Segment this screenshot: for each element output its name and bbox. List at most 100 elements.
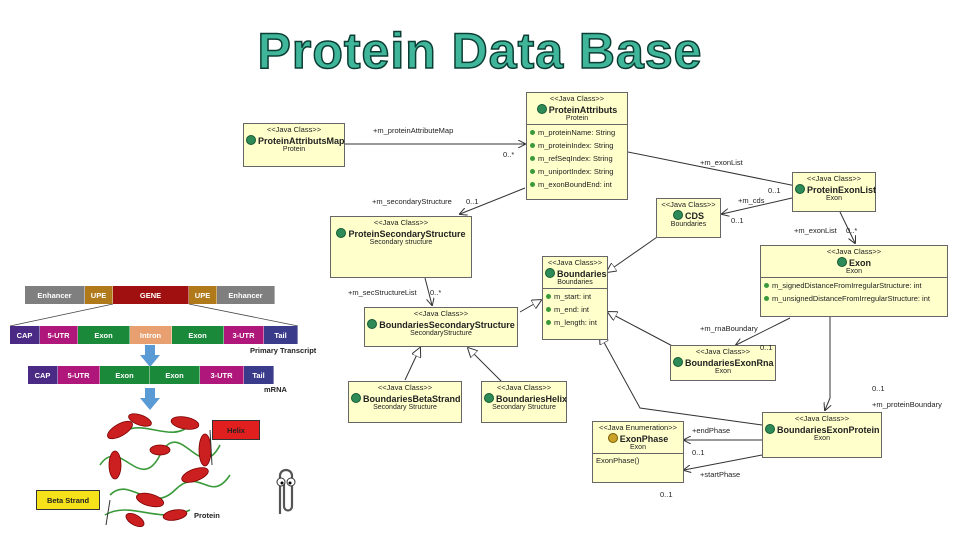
package-name: Boundaries (670, 220, 707, 228)
label-exon-list-2: +m_exonList (794, 226, 837, 235)
gen-helix-bss (468, 348, 503, 383)
class-icon (484, 392, 494, 403)
gen-exonprotein-boundaries (600, 335, 763, 426)
class-icon (351, 392, 361, 403)
gene-segment-enhancer: Enhancer (217, 286, 275, 304)
attribute: m_exonBoundEnd: int (530, 178, 624, 191)
class-name: BoundariesHelix (496, 393, 568, 404)
attribute: m_end: int (546, 303, 604, 316)
class-exon-phase[interactable]: <<Java Enumeration>> ExonPhase Exon Exon… (592, 421, 684, 483)
class-boundaries-helix[interactable]: <<Java Class>> BoundariesHelix Secondary… (481, 381, 567, 423)
attribute: m_start: int (546, 290, 604, 303)
gene-segment-3utr: 3-UTR (200, 366, 244, 384)
attribute: m_length: int (546, 316, 604, 329)
attribute: m_uniportIndex: String (530, 165, 624, 178)
class-name: Exon (848, 257, 871, 268)
mult-exon-list-2: 0..* (846, 226, 858, 235)
class-icon (673, 356, 683, 367)
assoc-exon-list-2 (839, 211, 855, 243)
attribute: m_unsignedDistanceFromIrregularStructure… (764, 292, 944, 305)
class-boundaries-exon-rna[interactable]: <<Java Class>> BoundariesExonRna Exon (670, 345, 776, 381)
package-name: Exon (846, 267, 862, 275)
class-boundaries-beta-strand[interactable]: <<Java Class>> BoundariesBetaStrand Seco… (348, 381, 462, 423)
class-protein-exon-list[interactable]: <<Java Class>> ProteinExonList Exon (792, 172, 876, 212)
gene-segment-5utr: 5-UTR (58, 366, 100, 384)
class-name: BoundariesExonRna (685, 357, 774, 368)
package-name: Exon (826, 194, 842, 202)
package-name: Exon (630, 443, 646, 451)
gene-segment-tail: Tail (244, 366, 274, 384)
stereotype: <<Java Class>> (695, 347, 751, 356)
class-protein-secondary-structure[interactable]: <<Java Class>> ProteinSecondaryStructure… (330, 216, 472, 278)
package-name: Exon (715, 367, 731, 375)
class-name: ProteinExonList (807, 184, 877, 195)
gene-segment-exon: Exon (78, 326, 130, 344)
package-name: Protein (565, 114, 589, 122)
label-attribute-map: +m_proteinAttributeMap (373, 126, 454, 135)
stereotype: <<Java Class>> (496, 383, 552, 392)
attribute: m_refSeqIndex: String (530, 152, 624, 165)
class-name: ProteinAttributs (548, 104, 618, 115)
class-icon (836, 256, 847, 267)
gene-segment-3utr: 3-UTR (224, 326, 264, 344)
package-name: Secondary Structure (492, 403, 556, 411)
package-name: Protein (282, 145, 306, 153)
mult-secondary-structure: 0..1 (466, 197, 479, 206)
package-name: Secondary Structure (373, 403, 437, 411)
stereotype: <<Java Class>> (806, 174, 862, 183)
label-rna-boundary: +m_rnaBoundary (700, 324, 758, 333)
gen-beta-bss (404, 348, 420, 381)
gene-segment-upe: UPE (189, 286, 217, 304)
package-name: Boundaries (557, 278, 593, 286)
gen-bss-boundaries (519, 300, 541, 313)
primary-transcript-label: Primary Transcript (250, 346, 317, 355)
mult-rna-boundary: 0..1 (760, 343, 773, 352)
gene-segment-5utr: 5-UTR (40, 326, 78, 344)
paperclip-icon (276, 468, 296, 514)
label-protein-boundary: +m_proteinBoundary (872, 400, 942, 409)
class-boundaries-exon-protein[interactable]: <<Java Class>> BoundariesExonProtein Exo… (762, 412, 882, 458)
class-protein-attributs-map[interactable]: <<Java Class>> ProteinAttributsMap Prote… (243, 123, 345, 167)
gene-segment-exon: Exon (172, 326, 224, 344)
class-name: ProteinSecondaryStructure (348, 228, 466, 239)
class-icon (536, 103, 547, 114)
stereotype: <<Java Class>> (413, 309, 469, 318)
assoc-protein-boundary (825, 316, 830, 410)
attribute: m_proteinName: String (530, 126, 624, 139)
arrow-down-icon (140, 345, 160, 367)
protein-structure-image (99, 413, 231, 528)
gene-segment-intron: Intron (130, 326, 172, 344)
class-icon (795, 183, 805, 194)
gene-segment-gene: GENE (113, 286, 189, 304)
label-cds: +m_cds (738, 196, 765, 205)
label-exon-list: +m_exonList (700, 158, 743, 167)
assoc-cds (722, 197, 793, 214)
class-name: BoundariesBetaStrand (363, 393, 461, 404)
class-icon (367, 318, 378, 329)
helix-tag: Helix (212, 420, 260, 440)
class-exon[interactable]: <<Java Class>> Exon Exon m_signedDistanc… (760, 245, 948, 317)
mult-cds: 0..1 (731, 216, 744, 225)
assoc-start-phase (684, 454, 763, 470)
class-boundaries[interactable]: <<Java Class>> Boundaries Boundaries m_s… (542, 256, 608, 340)
assoc-rna-boundary (736, 317, 791, 345)
page-title: Protein Data Base (257, 22, 703, 80)
label-sec-structure-list: +m_secStructureList (348, 288, 417, 297)
gen-cds-boundaries (607, 234, 661, 272)
gene-segment-exon: Exon (100, 366, 150, 384)
gen-exonrna-boundaries (608, 312, 681, 351)
mrna-label: mRNA (264, 385, 287, 394)
attribute: m_proteinIndex: String (530, 139, 624, 152)
class-cds[interactable]: <<Java Class>> CDS Boundaries (656, 198, 721, 238)
stereotype: <<Java Class>> (266, 125, 322, 134)
class-boundaries-secondary-structure[interactable]: <<Java Class>> BoundariesSecondaryStruct… (364, 307, 518, 347)
gene-segment-exon: Exon (150, 366, 200, 384)
stereotype: <<Java Class>> (661, 200, 716, 209)
stereotype: <<Java Class>> (826, 247, 882, 256)
mult-start-phase: 0..1 (660, 490, 673, 499)
protein-label: Protein (194, 511, 220, 520)
class-protein-attributs[interactable]: <<Java Class>> ProteinAttributs Protein … (526, 92, 628, 200)
attribute: m_signedDistanceFromIrregularStructure: … (764, 279, 944, 292)
label-secondary-structure: +m_secondaryStructure (372, 197, 452, 206)
